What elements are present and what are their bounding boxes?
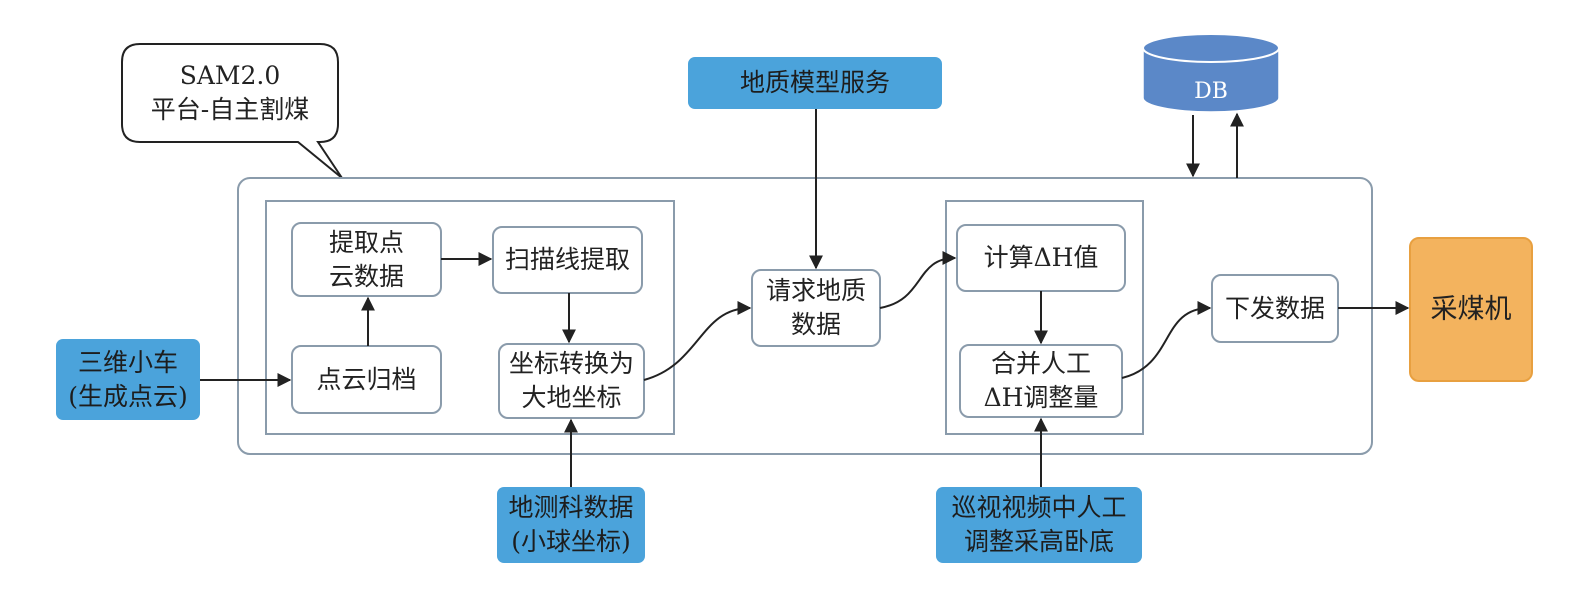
platform-container bbox=[237, 177, 1373, 455]
video-adjust-box bbox=[936, 487, 1142, 563]
request-geo-data-box bbox=[751, 269, 881, 347]
survey-data-box bbox=[497, 487, 645, 563]
database-icon bbox=[1142, 33, 1280, 113]
scanline-extract-box bbox=[492, 226, 643, 294]
arrow-transform-to-request bbox=[643, 301, 752, 381]
arrow-request-to-compute bbox=[879, 251, 957, 309]
shearer-box bbox=[1409, 237, 1533, 382]
merge-manual-box bbox=[959, 344, 1123, 418]
dispatch-data-box bbox=[1211, 274, 1339, 343]
left-process-group bbox=[265, 200, 675, 435]
compute-dh-box bbox=[956, 224, 1126, 292]
cart-box bbox=[56, 339, 200, 420]
right-process-group bbox=[945, 200, 1144, 435]
coord-transform-box bbox=[498, 343, 645, 419]
point-cloud-archive-box bbox=[291, 345, 442, 414]
arrow-merge-to-dispatch bbox=[1121, 301, 1212, 379]
extract-point-cloud-box bbox=[291, 222, 442, 297]
geo-model-service-box bbox=[688, 57, 942, 109]
callout-bubble bbox=[121, 43, 343, 179]
